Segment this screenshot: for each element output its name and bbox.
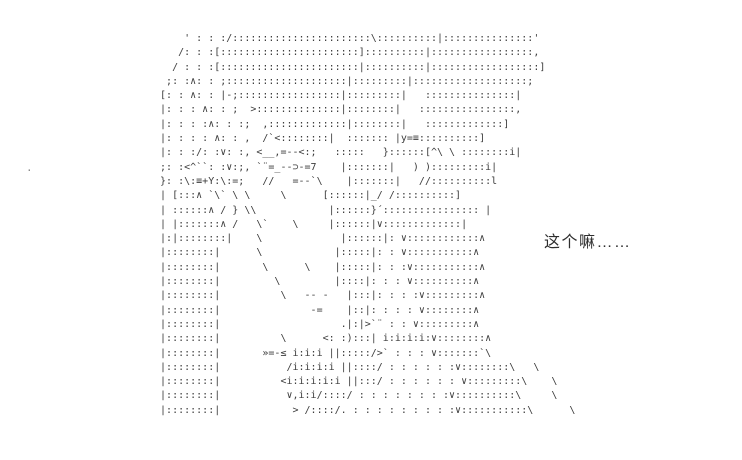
speech-text: 这个嘛……: [544, 234, 632, 251]
stray-mark: .: [26, 161, 33, 174]
ascii-art: ' : : :/:::::::::::::::::::::::\::::::::…: [160, 33, 576, 416]
